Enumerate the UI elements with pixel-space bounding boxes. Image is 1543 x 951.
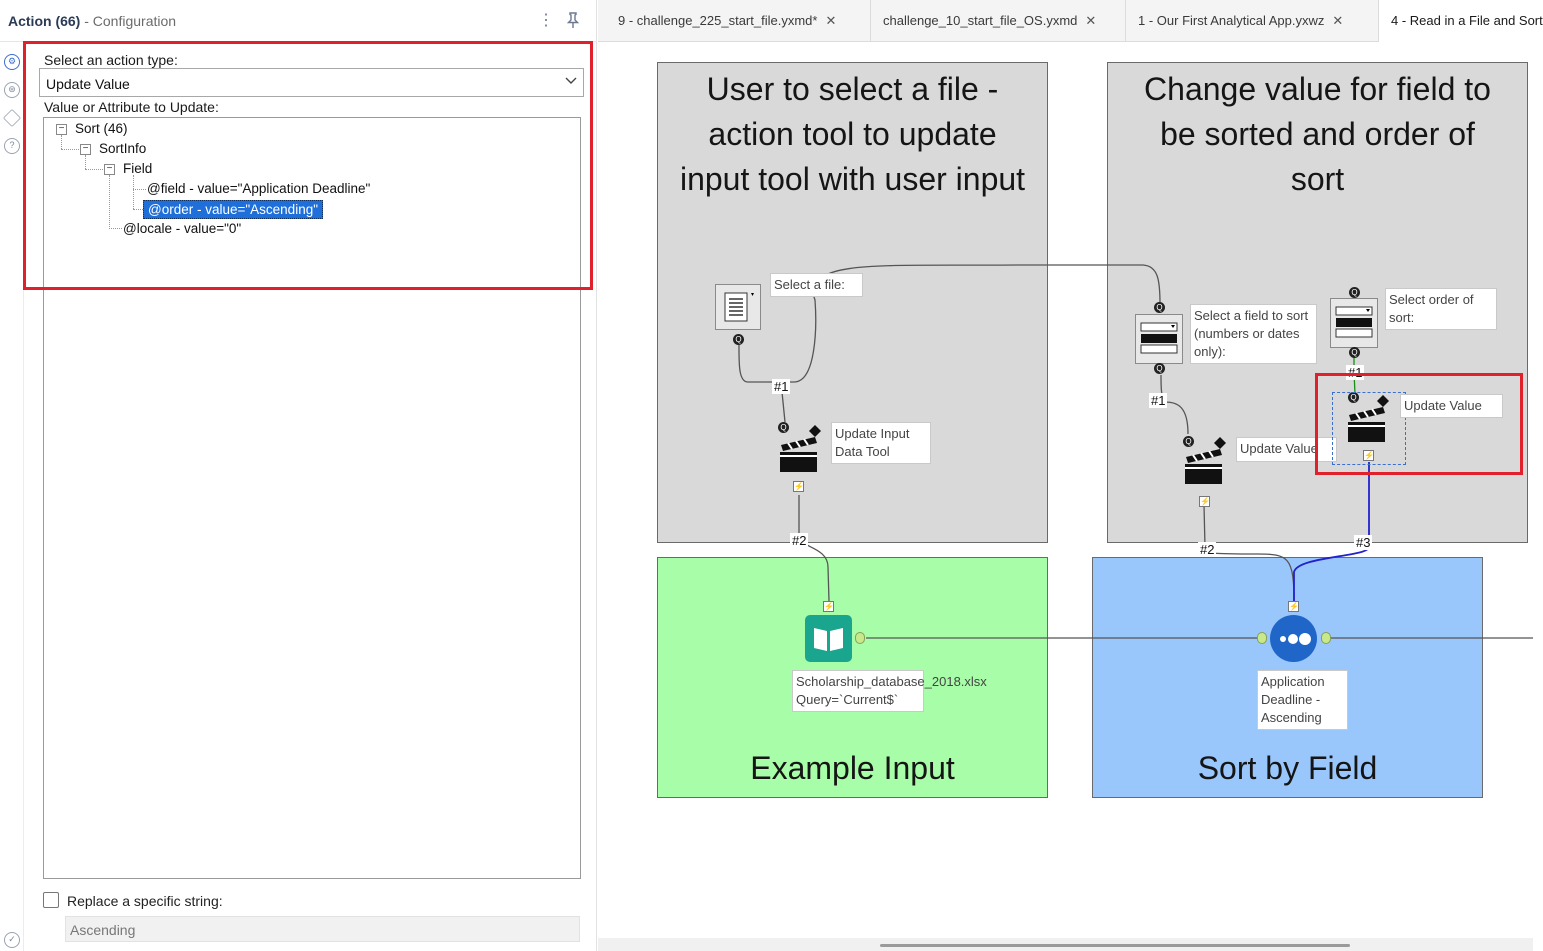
- panel-header: Action (66) - Configuration ⋮: [0, 0, 597, 42]
- sort-annotation: Application Deadline - Ascending: [1257, 670, 1348, 730]
- connection-label: #2: [790, 533, 809, 548]
- tree-node-sort[interactable]: Sort (46): [75, 121, 128, 136]
- chevron-down-icon: [565, 74, 577, 89]
- layout-icon[interactable]: ⊛: [4, 82, 20, 98]
- dropdown-icon: [1140, 322, 1178, 354]
- question-anchor: Q: [1183, 436, 1194, 447]
- lightning-anchor: ⚡: [793, 481, 804, 492]
- more-options-icon[interactable]: ⋮: [538, 12, 554, 29]
- file-browse-tool[interactable]: [715, 284, 761, 330]
- action-annotation: Update Value: [1236, 437, 1337, 462]
- tree-node-field-attribute[interactable]: @field - value="Application Deadline": [147, 181, 371, 196]
- input-annotation: Scholarship_database_2018.xlsx Query=`Cu…: [792, 670, 987, 712]
- panel-title-subtitle: - Configuration: [84, 13, 177, 29]
- action-annotation: Update Input Data Tool: [831, 422, 931, 464]
- tag-icon[interactable]: [2, 108, 22, 128]
- file-browse-annotation: Select a file:: [770, 273, 863, 297]
- close-icon[interactable]: ✕: [825, 13, 837, 28]
- panel-title: Action (66) - Configuration: [8, 13, 176, 29]
- action-tool-update-order-selected[interactable]: [1332, 392, 1406, 465]
- sort-tool[interactable]: [1270, 615, 1317, 662]
- scrollbar-thumb[interactable]: [880, 944, 1350, 947]
- container-file-select[interactable]: User to select a file - action tool to u…: [657, 62, 1048, 543]
- pin-icon[interactable]: [566, 12, 580, 33]
- container-title: User to select a file - action tool to u…: [679, 71, 1026, 197]
- tree-collapse-field-toggle[interactable]: −: [104, 164, 115, 175]
- connection-label: #1: [1346, 365, 1365, 380]
- connection-label: #1: [772, 379, 791, 394]
- question-anchor: Q: [1154, 302, 1165, 313]
- tree-collapse-sortinfo-toggle[interactable]: −: [80, 144, 91, 155]
- question-anchor: Q: [778, 422, 789, 433]
- replace-string-checkbox[interactable]: [43, 892, 59, 908]
- configuration-panel: Action (66) - Configuration ⋮ ⚙ ⊛ ? ✓ Se…: [0, 0, 597, 951]
- field-dropdown-annotation: Select a field to sort (numbers or dates…: [1190, 304, 1317, 364]
- connection-label: #2: [1198, 542, 1217, 557]
- question-anchor: Q: [1348, 392, 1359, 403]
- action-type-select[interactable]: Update Value: [39, 68, 584, 97]
- close-icon[interactable]: ✕: [1332, 13, 1344, 28]
- sort-icon: [1280, 633, 1311, 645]
- tree-node-locale-attribute[interactable]: @locale - value="0": [123, 221, 242, 236]
- order-dropdown-tool[interactable]: [1330, 298, 1378, 348]
- tree-node-field[interactable]: Field: [123, 161, 153, 176]
- input-data-tool[interactable]: [805, 615, 852, 662]
- highlight-box: [1315, 373, 1523, 475]
- tab-label: 9 - challenge_225_start_file.yxmd*: [618, 13, 818, 28]
- value-attribute-label: Value or Attribute to Update:: [44, 99, 219, 115]
- close-icon[interactable]: ✕: [1085, 13, 1097, 28]
- lightning-anchor: ⚡: [1199, 496, 1210, 507]
- tab-challenge-10[interactable]: challenge_10_start_file_OS.yxmd ✕: [871, 0, 1126, 42]
- configuration-gear-icon[interactable]: ⚙: [4, 54, 20, 70]
- question-anchor: Q: [733, 334, 744, 345]
- file-browse-icon: [724, 292, 754, 322]
- panel-title-tool: Action (66): [8, 13, 81, 29]
- clapperboard-icon: [780, 425, 821, 472]
- tree-node-order-attribute[interactable]: @order - value="Ascending": [143, 200, 324, 219]
- document-tab-bar: 9 - challenge_225_start_file.yxmd* ✕ chal…: [598, 0, 1543, 42]
- lightning-anchor: ⚡: [823, 601, 834, 612]
- order-dropdown-annotation: Select order of sort:: [1385, 288, 1497, 330]
- attribute-tree[interactable]: − Sort (46) − SortInfo − Field @field - …: [43, 117, 581, 879]
- tab-label: 4 - Read in a File and Sort: [1391, 13, 1543, 28]
- connection-label: #1: [1149, 393, 1168, 408]
- question-anchor: Q: [1349, 287, 1360, 298]
- lightning-anchor: ⚡: [1288, 601, 1299, 612]
- action-type-value: Update Value: [46, 76, 130, 92]
- input-anchor[interactable]: [1257, 632, 1267, 644]
- checkmark-icon[interactable]: ✓: [4, 932, 20, 948]
- clapperboard-icon: [1348, 395, 1389, 442]
- workflow-canvas[interactable]: User to select a file - action tool to u…: [598, 42, 1533, 938]
- help-icon[interactable]: ?: [4, 138, 20, 154]
- config-side-strip: ⚙ ⊛ ? ✓: [0, 42, 24, 951]
- action-tool-update-input[interactable]: [779, 425, 823, 475]
- container-title: Example Input: [750, 750, 955, 786]
- action-type-label: Select an action type:: [44, 52, 178, 68]
- tab-label: 1 - Our First Analytical App.yxwz: [1138, 13, 1325, 28]
- question-anchor: Q: [1349, 347, 1360, 358]
- container-title: Change value for field to be sorted and …: [1144, 71, 1491, 197]
- output-anchor[interactable]: [1321, 632, 1331, 644]
- clapperboard-icon: [1185, 437, 1226, 484]
- replace-string-label: Replace a specific string:: [67, 893, 223, 909]
- tab-challenge-225[interactable]: 9 - challenge_225_start_file.yxmd* ✕: [606, 0, 871, 42]
- question-anchor: Q: [1154, 363, 1165, 374]
- tree-node-sortinfo[interactable]: SortInfo: [99, 141, 147, 156]
- tab-label: challenge_10_start_file_OS.yxmd: [883, 13, 1078, 28]
- output-anchor[interactable]: [855, 632, 865, 644]
- connection-label: #3: [1354, 535, 1373, 550]
- book-icon: [814, 628, 843, 651]
- replace-string-input[interactable]: Ascending: [65, 916, 580, 942]
- field-dropdown-tool[interactable]: [1135, 314, 1183, 364]
- tree-collapse-sort-toggle[interactable]: −: [56, 124, 67, 135]
- action-annotation: Update Value: [1400, 394, 1503, 418]
- action-tool-update-field[interactable]: [1184, 437, 1228, 487]
- connection-lines: [738, 264, 1533, 639]
- dropdown-icon: [1335, 306, 1373, 338]
- container-title: Sort by Field: [1197, 750, 1378, 786]
- tab-read-in-file[interactable]: 4 - Read in a File and Sort: [1379, 0, 1543, 42]
- horizontal-scrollbar[interactable]: [598, 938, 1533, 951]
- tab-first-analytical-app[interactable]: 1 - Our First Analytical App.yxwz ✕: [1126, 0, 1379, 42]
- lightning-anchor: ⚡: [1363, 450, 1374, 461]
